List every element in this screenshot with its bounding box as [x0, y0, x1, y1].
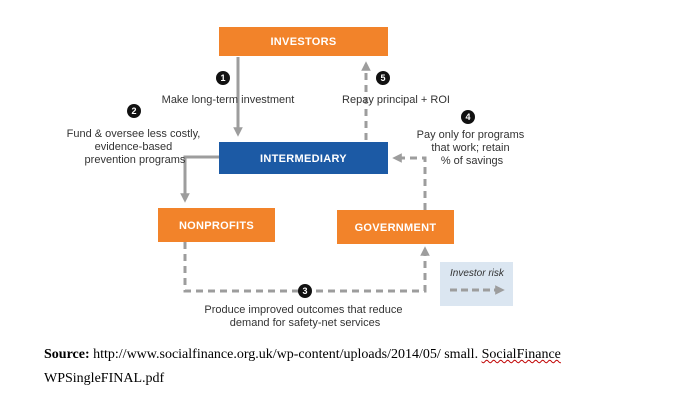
legend-label: Investor risk: [450, 268, 505, 279]
step-3-badge: [298, 284, 312, 298]
step-2-line: prevention programs: [85, 154, 186, 166]
step-2-badge: [127, 104, 141, 118]
intermediary-label: INTERMEDIARY: [260, 153, 347, 165]
step-1-number: 1: [220, 73, 225, 83]
step-3-number: 3: [302, 286, 307, 296]
source-org: SocialFinance: [481, 347, 561, 362]
nonprofits-label: NONPROFITS: [179, 220, 254, 232]
step-5-badge: [376, 71, 390, 85]
sib-flow-diagram: INVESTORS INTERMEDIARY NONPROFITS GOVERN…: [67, 27, 528, 329]
step-2-number: 2: [131, 106, 136, 116]
investors-box: [219, 27, 388, 56]
step-5-text: Repay principal + ROI: [342, 94, 450, 106]
step-2-line: Fund & oversee less costly,: [67, 128, 201, 140]
government-label: GOVERNMENT: [355, 222, 437, 234]
source-url: http://www.socialfinance.org.uk/wp-conte…: [89, 347, 482, 362]
step-2-text: Fund & oversee less costly, evidence-bas…: [67, 128, 204, 166]
legend-box: [440, 262, 513, 306]
step-3-text: Produce improved outcomes that reduce de…: [204, 304, 405, 329]
arrow-pay: [392, 153, 427, 210]
arrow-fund: [180, 155, 220, 203]
step-1-text: Make long-term investment: [162, 94, 295, 106]
step-4-badge: [461, 110, 475, 124]
intermediary-box: [219, 142, 388, 174]
nonprofits-box: [158, 208, 275, 242]
step-2-line: evidence-based: [95, 141, 173, 153]
source-citation: Source: http://www.socialfinance.org.uk/…: [44, 343, 664, 391]
step-4-line: Pay only for programs: [417, 129, 525, 141]
step-1-badge: [216, 71, 230, 85]
source-label: Source:: [44, 347, 90, 362]
step-4-line: that work; retain: [431, 142, 509, 154]
government-box: [337, 210, 454, 244]
investors-label: INVESTORS: [270, 36, 336, 48]
step-4-line: % of savings: [441, 155, 504, 167]
step-3-line: Produce improved outcomes that reduce: [204, 304, 402, 316]
source-filename: WPSingleFINAL.pdf: [44, 371, 165, 386]
step-4-text: Pay only for programs that work; retain …: [417, 129, 528, 167]
step-3-line: demand for safety-net services: [230, 317, 381, 329]
step-5-number: 5: [380, 73, 385, 83]
step-4-number: 4: [465, 112, 470, 122]
arrow-outcomes: [183, 242, 430, 293]
